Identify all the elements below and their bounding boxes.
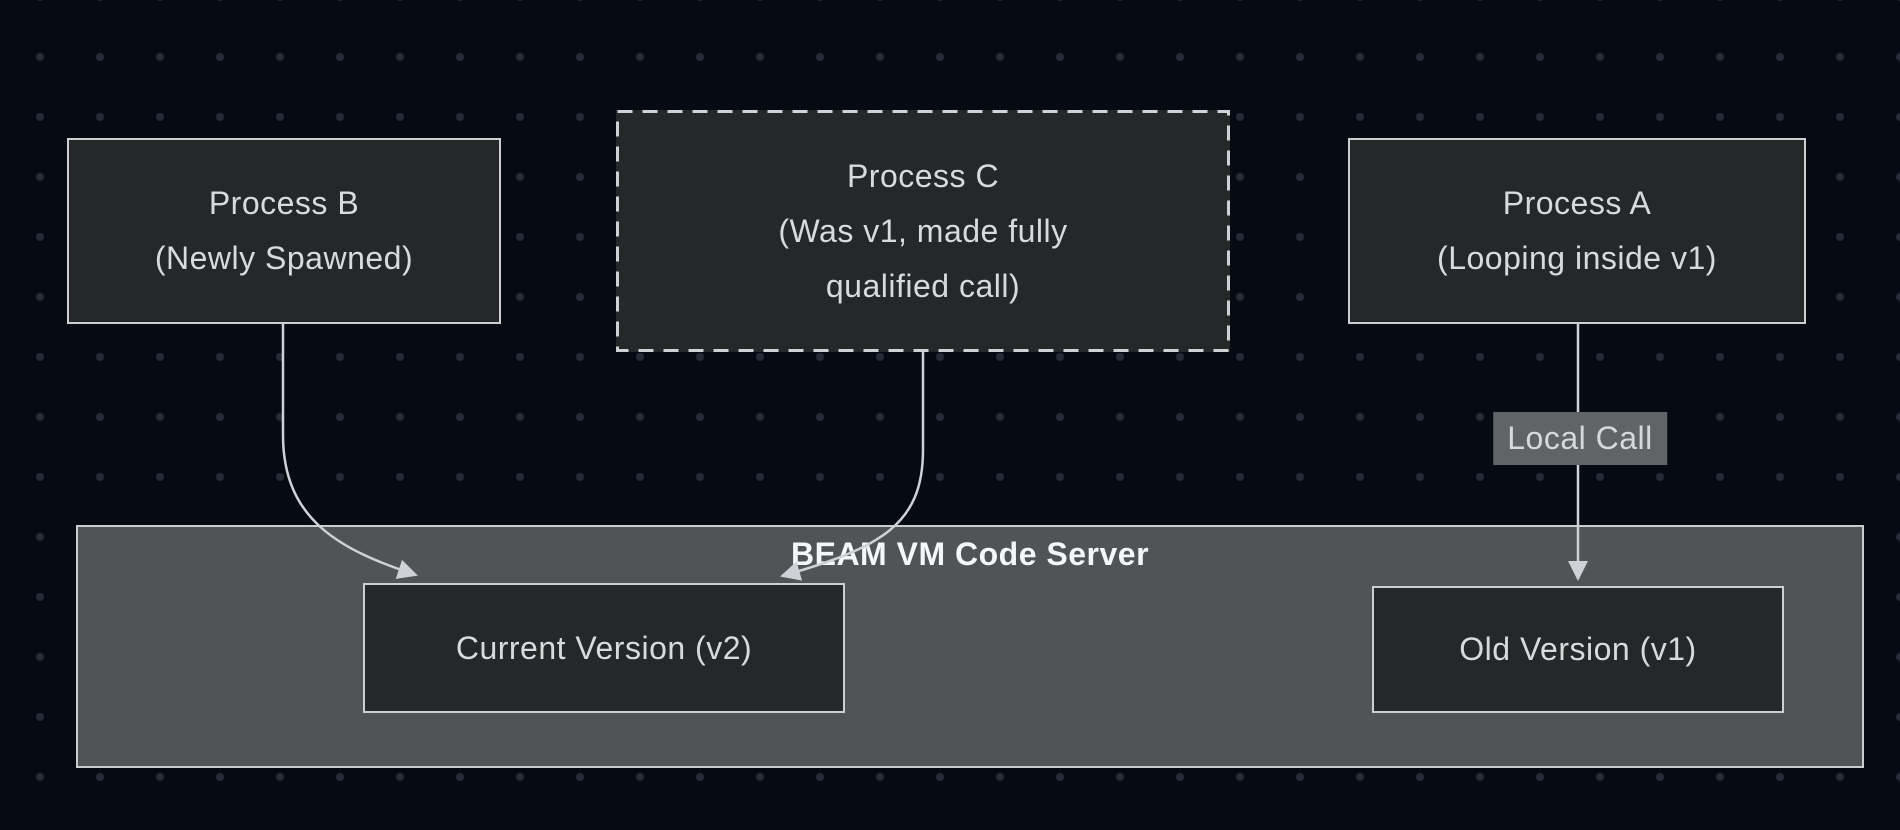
node-label: Process A bbox=[1502, 185, 1652, 221]
node-current-version: Current Version (v2) bbox=[363, 583, 845, 713]
node-label: (Was v1, made fully bbox=[778, 212, 1068, 249]
node-label: (Newly Spawned) bbox=[154, 240, 414, 276]
edge-label-local-call: Local Call bbox=[1493, 412, 1667, 465]
node-label: Process B bbox=[208, 185, 360, 221]
cluster-title: BEAM VM Code Server bbox=[790, 536, 1150, 572]
node-label: qualified call) bbox=[825, 267, 1021, 304]
node-process-b: Process B (Newly Spawned) bbox=[67, 138, 501, 324]
node-old-version: Old Version (v1) bbox=[1372, 586, 1784, 713]
node-process-c: Process C (Was v1, made fully qualified … bbox=[616, 110, 1230, 352]
node-label: Process C bbox=[846, 157, 1000, 194]
node-label: Old Version (v1) bbox=[1459, 631, 1697, 667]
node-process-a: Process A (Looping inside v1) bbox=[1348, 138, 1806, 324]
node-label: Current Version (v2) bbox=[455, 629, 753, 666]
node-label: (Looping inside v1) bbox=[1437, 240, 1717, 276]
